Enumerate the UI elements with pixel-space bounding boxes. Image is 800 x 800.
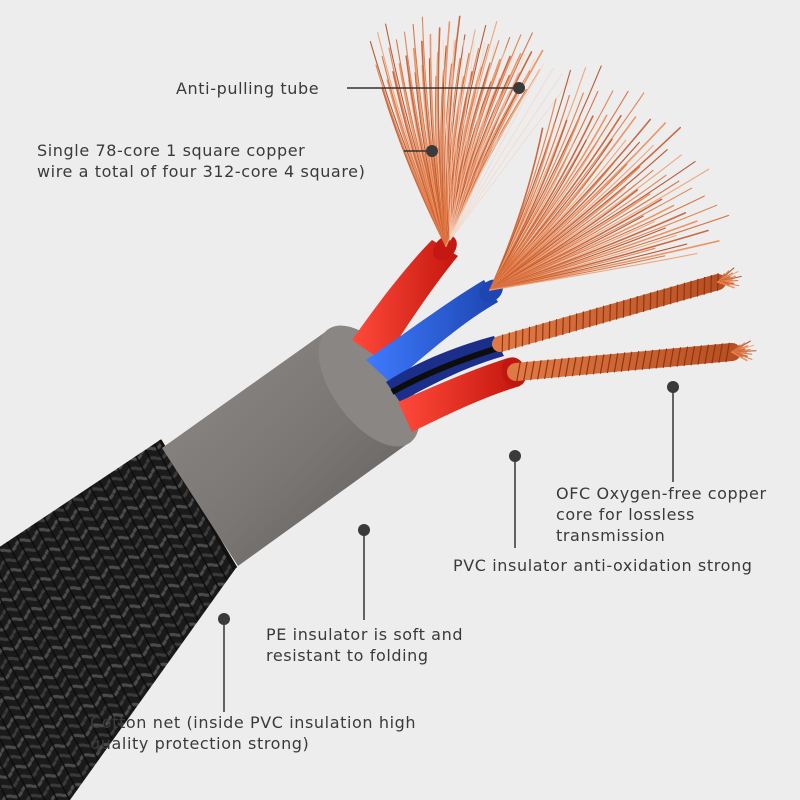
label-line: Cotton net (inside PVC insulation high — [90, 713, 417, 732]
label-line: Anti-pulling tube — [176, 79, 320, 98]
label-line: resistant to folding — [266, 646, 429, 665]
label-line: core for lossless — [556, 505, 695, 524]
label-line: Single 78-core 1 square copper — [37, 141, 306, 160]
label-copper-wire: Single 78-core 1 square copper wire a to… — [37, 140, 365, 182]
label-line: wire a total of four 312-core 4 square) — [37, 162, 366, 181]
label-cotton-net: Cotton net (inside PVC insulation high q… — [90, 712, 416, 754]
pvc-jacket — [162, 325, 420, 566]
leader-dots — [218, 82, 679, 625]
label-line: PE insulator is soft and — [266, 625, 464, 644]
copper-strands — [369, 15, 757, 382]
label-line: PVC insulator anti-oxidation strong — [453, 556, 753, 575]
label-pe-insulator: PE insulator is soft and resistant to fo… — [266, 624, 463, 666]
label-anti-pulling-tube: Anti-pulling tube — [176, 78, 319, 99]
label-line: quality protection strong) — [90, 734, 310, 753]
label-ofc-core: OFC Oxygen-free copper core for lossless… — [556, 483, 767, 546]
label-line: OFC Oxygen-free copper — [556, 484, 767, 503]
label-pvc-insulator: PVC insulator anti-oxidation strong — [453, 555, 752, 576]
label-line: transmission — [556, 526, 666, 545]
leader-lines — [223, 87, 674, 712]
